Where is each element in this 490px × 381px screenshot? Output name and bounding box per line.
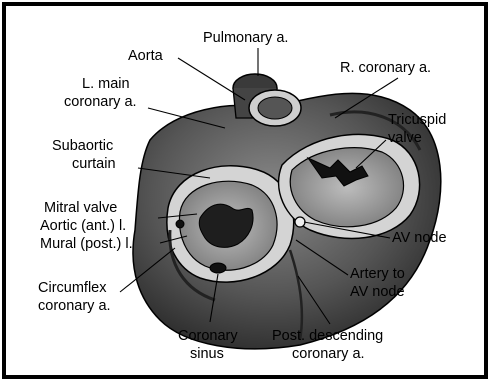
label-right-coronary: R. coronary a.: [340, 60, 431, 76]
label-av-node: AV node: [392, 230, 447, 246]
coronary-sinus-opening: [210, 263, 226, 273]
tricuspid-orifice: [290, 148, 403, 227]
label-subaortic-curtain-1: Subaortic: [52, 138, 113, 154]
label-coronary-sinus-2: sinus: [190, 346, 224, 362]
av-node: [295, 217, 305, 227]
label-subaortic-curtain-2: curtain: [72, 156, 116, 172]
label-circumflex-1: Circumflex: [38, 280, 107, 296]
label-aorta: Aorta: [128, 48, 164, 64]
label-aortic-leaflet: Aortic (ant.) l.: [40, 218, 126, 234]
label-coronary-sinus-1: Coronary: [178, 328, 238, 344]
label-mural-leaflet: Mural (post.) l.: [40, 236, 133, 252]
label-tricuspid-valve-2: valve: [388, 130, 422, 146]
label-artery-to-av-node-2: AV node: [350, 284, 405, 300]
label-pulmonary-artery: Pulmonary a.: [203, 30, 288, 46]
circumflex-cross-section: [176, 220, 184, 228]
label-left-main-coronary-1: L. main: [82, 76, 130, 92]
label-tricuspid-valve-1: Tricuspid: [388, 112, 446, 128]
label-left-main-coronary-2: coronary a.: [64, 94, 137, 110]
label-post-descending-2: coronary a.: [292, 346, 365, 362]
label-post-descending-1: Post. descending: [272, 328, 383, 344]
label-artery-to-av-node-1: Artery to: [350, 266, 405, 282]
aortic-lumen: [258, 97, 292, 119]
label-mitral-valve: Mitral valve: [44, 200, 117, 216]
label-circumflex-2: coronary a.: [38, 298, 111, 314]
